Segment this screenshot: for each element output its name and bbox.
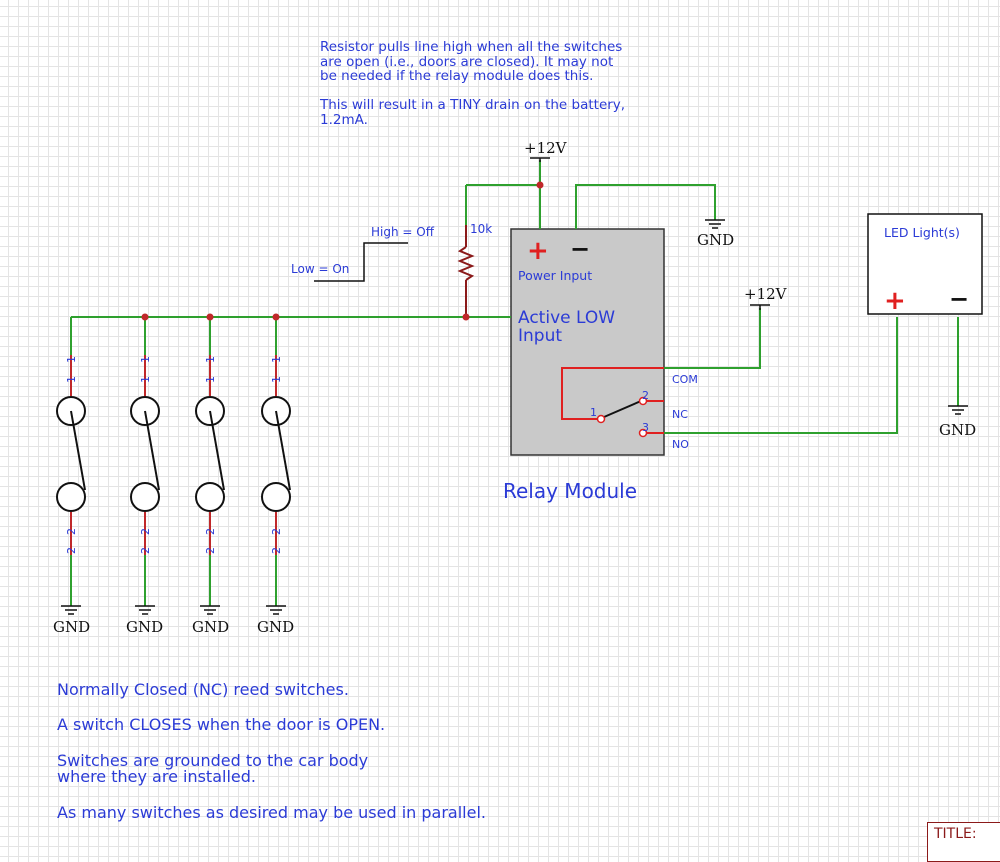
gnd-label-3: GND — [192, 618, 229, 636]
reed-switch-3: 1 1 2 2 — [195, 355, 225, 555]
switch-pin2-label: 2 — [65, 547, 78, 554]
resistor-note: Resistor pulls line high when all the sw… — [320, 39, 626, 128]
relay-module-body — [510, 228, 665, 456]
ground-symbols — [61, 219, 968, 615]
resistor-10k — [457, 225, 475, 317]
switch-pin1-label: 1 — [65, 356, 78, 363]
led-lights-label: LED Light(s) — [884, 225, 960, 240]
led-minus-sign: − — [949, 285, 969, 313]
switch-pin2-label: 2 — [204, 547, 217, 554]
switch-pin2-label: 2 — [65, 528, 78, 535]
reed-switch-2: 1 1 2 2 — [130, 355, 160, 555]
gnd-label-1: GND — [53, 618, 90, 636]
switch-pin1-label: 1 — [270, 356, 283, 363]
gnd-symbol-led — [948, 405, 968, 415]
relay-pin2-label: 2 — [642, 389, 649, 402]
reed-switch-4: 1 1 2 2 — [261, 355, 291, 555]
switch-pin1-label: 1 — [204, 356, 217, 363]
power-minus-sign: − — [570, 235, 590, 263]
relay-contacts — [561, 367, 664, 438]
switch-pin1-label: 1 — [65, 376, 78, 383]
gnd-symbol-module — [705, 219, 725, 229]
switch-pin1-label: 1 — [139, 356, 152, 363]
reed-switches: 1 1 2 2 1 1 2 2 1 1 2 2 1 1 2 2 — [56, 355, 291, 555]
low-on-label: Low = On — [291, 262, 349, 276]
resistor-value-label: 10k — [470, 222, 492, 236]
no-label: NO — [672, 438, 689, 451]
switch-pin1-label: 1 — [139, 376, 152, 383]
high-off-label: High = Off — [371, 225, 435, 239]
relay-pin1-label: 1 — [590, 406, 597, 419]
switch-pin2-label: 2 — [270, 528, 283, 535]
plus12v-com-label: +12V — [744, 285, 788, 303]
switch-pin1-label: 1 — [204, 376, 217, 383]
reed-switch-1: 1 1 2 2 — [56, 355, 86, 555]
led-box — [867, 213, 983, 315]
gnd-label-2: GND — [126, 618, 163, 636]
grounded-note: Switches are grounded to the car body wh… — [57, 751, 369, 786]
com-label: COM — [672, 373, 698, 386]
gnd-label-4: GND — [257, 618, 294, 636]
junction-dots — [141, 181, 544, 321]
parallel-note: As many switches as desired may be used … — [57, 803, 486, 822]
power-input-label: Power Input — [518, 268, 592, 283]
relay-module-label: Relay Module — [503, 479, 637, 503]
gnd-label-module: GND — [697, 231, 734, 249]
gnd-symbol-1 — [61, 605, 81, 615]
title-block: TITLE: — [927, 822, 1000, 862]
nc-label: NC — [672, 408, 688, 421]
nc-switches-note: Normally Closed (NC) reed switches. — [57, 680, 349, 699]
gnd-symbol-4 — [266, 605, 286, 615]
power-symbol-com — [750, 304, 770, 310]
switch-pin1-label: 1 — [270, 376, 283, 383]
relay-pin3-label: 3 — [642, 421, 649, 434]
gnd-label-led: GND — [939, 421, 976, 439]
switch-pin2-label: 2 — [270, 547, 283, 554]
switch-pin2-label: 2 — [139, 547, 152, 554]
switch-pin2-label: 2 — [139, 528, 152, 535]
plus12v-top-label: +12V — [524, 139, 568, 157]
switch-pin2-label: 2 — [204, 528, 217, 535]
logic-level-indicator — [314, 242, 408, 282]
power-symbol-top — [530, 157, 550, 162]
gnd-symbol-2 — [135, 605, 155, 615]
led-plus-sign: + — [884, 286, 906, 316]
gnd-symbol-3 — [200, 605, 220, 615]
switch-closes-note: A switch CLOSES when the door is OPEN. — [57, 715, 386, 734]
power-plus-sign: + — [527, 236, 549, 266]
